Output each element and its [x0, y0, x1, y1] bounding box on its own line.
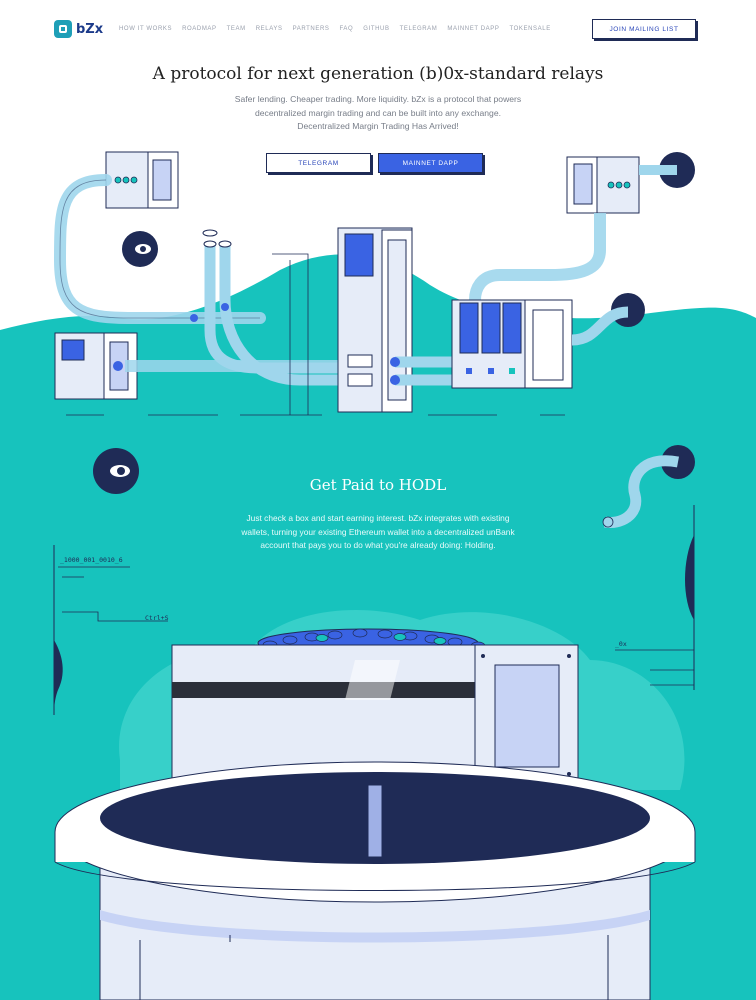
nav-faq[interactable]: FAQ	[339, 26, 354, 32]
top-left-box	[105, 151, 179, 209]
brand-name: bZx	[76, 21, 104, 37]
brand-logo[interactable]: bZx	[54, 20, 103, 38]
logo-icon	[54, 20, 72, 38]
join-mailing-list-button[interactable]: JOIN MAILING LIST	[592, 19, 696, 39]
binary-code-label: _1000_001_0010_6	[60, 556, 123, 564]
left-small-box	[54, 332, 138, 400]
nav-partners[interactable]: PARTNERS	[292, 26, 330, 32]
mainnet-dapp-button[interactable]: MAINNET DAPP	[378, 153, 483, 173]
shortcut-label: Ctrl+S	[145, 614, 169, 622]
top-right-box	[566, 156, 640, 214]
nav-github[interactable]: GITHUB	[363, 26, 390, 32]
nav-team[interactable]: TEAM	[226, 26, 246, 32]
eye-icon	[122, 231, 158, 267]
hero-title: A protocol for next generation (b)0x-sta…	[152, 64, 604, 84]
pipe-squiggle	[603, 455, 679, 528]
hero-subtitle-line: decentralized margin trading and can be …	[254, 107, 502, 118]
nav-relays[interactable]: RELAYS	[255, 26, 283, 32]
top-navigation: bZx HOW IT WORKS ROADMAP TEAM RELAYS PAR…	[0, 16, 756, 46]
right-panel	[451, 299, 573, 389]
nav-tokensale[interactable]: TOKENSALE	[509, 26, 551, 32]
nav-menu: HOW IT WORKS ROADMAP TEAM RELAYS PARTNER…	[119, 26, 551, 32]
telegram-button[interactable]: TELEGRAM	[266, 153, 371, 173]
eye-icon-2	[93, 448, 139, 494]
big-card	[171, 644, 579, 786]
nav-how-it-works[interactable]: HOW IT WORKS	[119, 26, 173, 32]
hero-subtitle: Safer lending. Cheaper trading. More liq…	[200, 93, 556, 134]
nav-telegram[interactable]: TELEGRAM	[399, 26, 438, 32]
hero-subtitle-line: Decentralized Margin Trading Has Arrived…	[297, 121, 459, 131]
pipe-top-right	[469, 213, 606, 301]
hodl-text: Just check a box and start earning inter…	[241, 513, 515, 551]
hero-subtitle-line: Safer lending. Cheaper trading. More liq…	[234, 94, 522, 104]
hex-label: _0x	[615, 640, 627, 648]
nav-roadmap[interactable]: ROADMAP	[182, 26, 217, 32]
barrel	[54, 761, 696, 1000]
hodl-title: Get Paid to HODL	[309, 476, 447, 494]
nav-mainnet-dapp[interactable]: MAINNET DAPP	[447, 26, 500, 32]
